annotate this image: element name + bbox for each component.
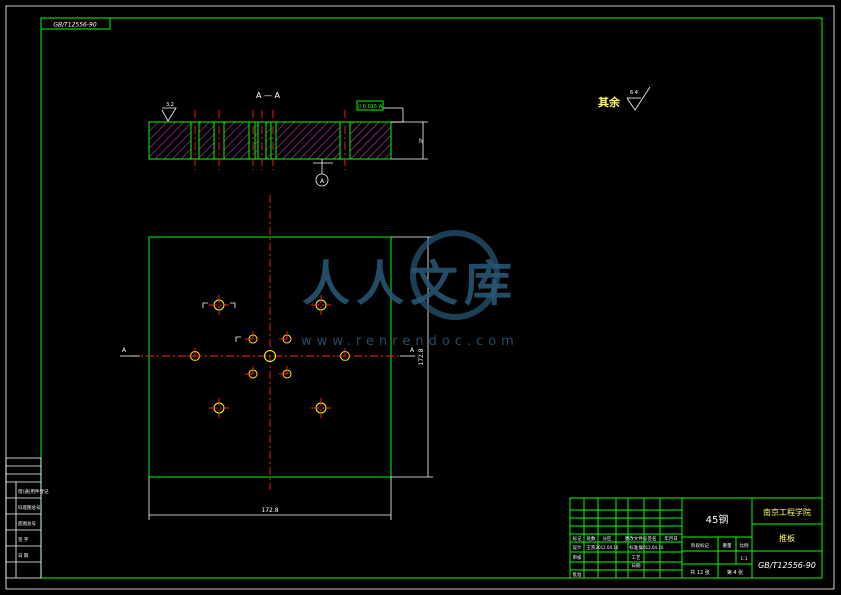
school-name: 南京工程学院 [763, 507, 811, 517]
approve-label: 批准 [573, 571, 582, 578]
header-cell-4: 签名 [648, 535, 657, 542]
scale-label: 比例 [740, 542, 749, 549]
thickness-dim: h [419, 138, 423, 145]
weight-label: 重量 [723, 542, 732, 549]
watermark-url: www.renrendoc.com [301, 334, 519, 349]
designer-label: 设计 [573, 544, 582, 551]
watermark-main: 人人文库 [302, 256, 518, 312]
hole-center [264, 350, 276, 362]
header-cell-3: 更改文件号 [625, 535, 648, 542]
hole-8 [279, 331, 295, 347]
section-view: h // 0.015 A 3.2 A [148, 100, 428, 187]
watermark: 人人文库 www.renrendoc.com [301, 230, 519, 349]
remaining-label: 其余 [598, 95, 621, 109]
section-arrow-left: A [122, 347, 127, 354]
hole-4 [311, 398, 331, 418]
tolerance-text: // 0.015 A [358, 104, 383, 110]
hole-2 [311, 295, 331, 315]
standardization-label: 标准化 [629, 544, 643, 551]
hole-10 [279, 366, 295, 382]
header-cell-5: 年月日 [664, 535, 678, 542]
remaining-roughness-value: 6.4 [630, 90, 638, 96]
header-cell-0: 标记 [573, 535, 582, 542]
height-dim: 172.8 [418, 348, 425, 365]
tolerance-frame [356, 100, 384, 111]
section-label: A — A [256, 91, 281, 100]
left-strip-cell-0: 借(通)用件登记 [18, 488, 49, 495]
designer-name: 王凯 [587, 544, 596, 551]
width-dim: 172.8 [261, 507, 278, 514]
hole-6 [337, 348, 353, 364]
left-strip-cell-1: 旧底图总号 [18, 504, 41, 511]
roughness-symbol [161, 107, 177, 122]
hole-3 [209, 398, 229, 418]
designer-date: 2012.04.10 [596, 545, 619, 550]
section-arrow-right: A [410, 347, 415, 354]
stage-label: 阶段标记 [691, 542, 709, 549]
sheets-total: 共 12 张 [690, 569, 710, 576]
date-label: 日期 [632, 563, 641, 569]
inner-frame [40, 17, 823, 579]
corner-code-box [40, 17, 111, 30]
title-block: 标记 处数 分区 更改文件号 签名 年月日 设计 王凯 2012.04.10 标… [569, 497, 823, 579]
left-strip-cell-4: 日 期 [18, 553, 29, 559]
left-strip: 借(通)用件登记 旧底图总号 底图总号 签 字 日 期 [5, 457, 49, 579]
hole-5 [187, 348, 203, 364]
roughness-value: 3.2 [166, 102, 174, 108]
datum-circle [315, 173, 329, 187]
remaining-roughness-symbol [626, 86, 651, 111]
corner-code: GB/T12556-90 [53, 22, 97, 29]
hole-1 [209, 295, 229, 315]
hole-7 [245, 331, 261, 347]
left-strip-cell-2: 底图总号 [18, 520, 36, 527]
outer-frame [5, 5, 835, 590]
standardization-date: 2012.04.10 [641, 545, 664, 550]
header-cell-1: 处数 [587, 535, 596, 542]
left-strip-cell-3: 签 字 [18, 536, 29, 543]
hole-9 [245, 366, 261, 382]
header-cell-2: 分区 [603, 535, 612, 542]
check-label: 审核 [573, 554, 582, 561]
plan-view: A A [120, 195, 433, 520]
sheet-number: 第 4 张 [727, 569, 743, 576]
datum-label: A [320, 178, 325, 185]
part-name: 推板 [779, 533, 795, 543]
drawing-number: GB/T12556-90 [758, 561, 816, 570]
material: 45钢 [706, 513, 729, 526]
process-label: 工艺 [632, 555, 641, 561]
scale-value: 1:1 [740, 556, 747, 562]
